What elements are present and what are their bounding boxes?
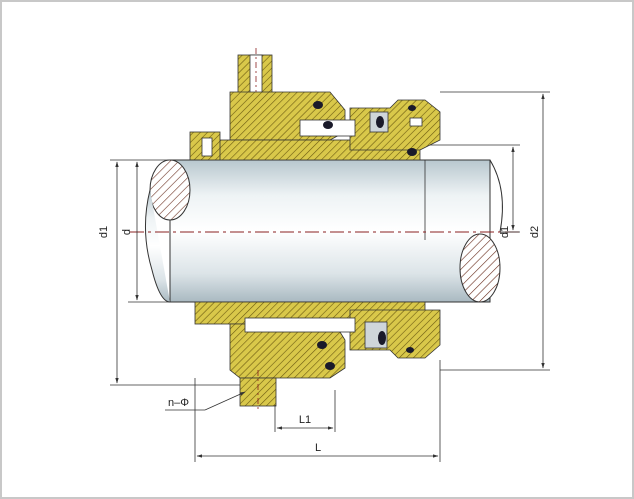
label-n-phi: n–Φ <box>168 397 189 409</box>
label-L1: L1 <box>299 414 311 426</box>
label-d2-right: d2 <box>529 226 541 238</box>
lower-seal-section <box>194 301 441 410</box>
label-d-left: d <box>121 229 133 235</box>
o-ring <box>313 101 323 109</box>
label-d1-left: d1 <box>98 226 110 238</box>
label-L: L <box>315 442 321 454</box>
o-ring <box>406 347 414 353</box>
lower-o-rings <box>317 331 414 370</box>
label-d1-right: d1 <box>499 226 511 238</box>
o-ring <box>376 116 384 128</box>
o-ring <box>407 148 417 156</box>
o-ring <box>408 105 416 111</box>
o-ring <box>317 341 327 349</box>
rotating-seat <box>349 99 441 151</box>
upper-o-rings <box>313 101 417 156</box>
shaft-left-end-face <box>149 159 191 221</box>
leader-n-phi <box>204 391 246 411</box>
o-ring <box>378 331 386 345</box>
o-ring <box>323 121 333 129</box>
rotating-seat-lower <box>349 309 441 359</box>
shaft <box>145 159 503 303</box>
shaft-right-end-face <box>459 233 501 303</box>
o-ring <box>325 362 335 370</box>
dimensions <box>110 91 550 462</box>
